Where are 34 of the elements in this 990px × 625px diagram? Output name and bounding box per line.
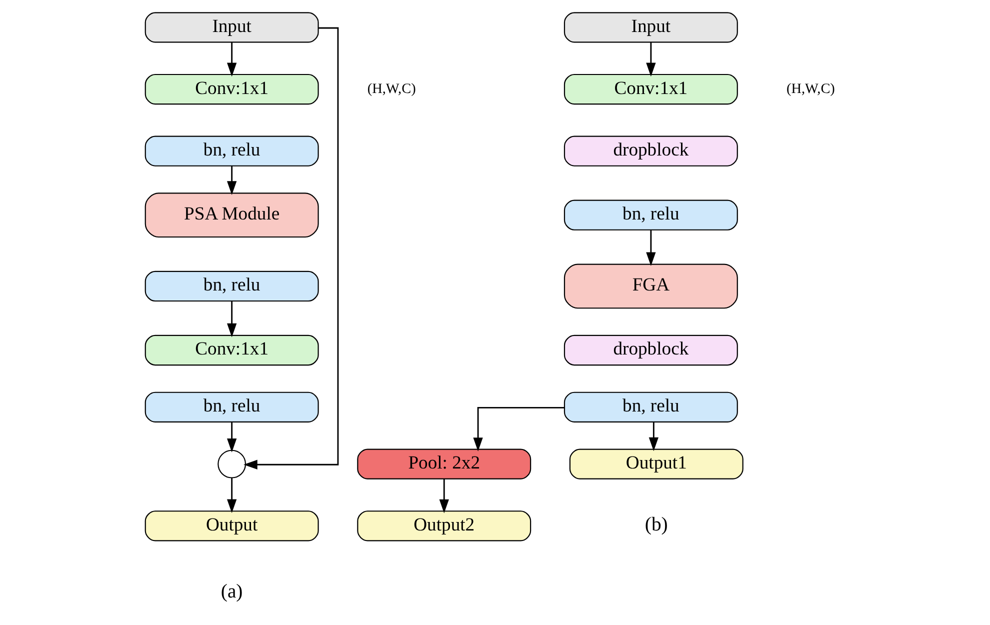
node-box: Conv:1x1 <box>144 74 319 105</box>
arrow <box>473 406 564 452</box>
arrow <box>227 301 237 338</box>
node-box: Conv:1x1 <box>564 74 738 105</box>
arrow <box>227 42 237 77</box>
node-box: bn, relu <box>564 392 738 422</box>
node-box: PSA Module <box>144 192 319 238</box>
arrow <box>227 166 237 195</box>
label: (a) <box>220 580 243 602</box>
node-box: Conv:1x1 <box>144 334 319 366</box>
node-box: bn, relu <box>144 270 319 302</box>
arrow <box>244 27 339 470</box>
node-box: dropblock <box>564 136 738 166</box>
arrow <box>227 478 237 514</box>
arrow <box>646 42 656 77</box>
label: (H,W,C) <box>367 80 416 97</box>
node-box: Output1 <box>569 448 744 480</box>
label: (H,W,C) <box>786 80 835 97</box>
node-box: dropblock <box>564 334 738 366</box>
node-box: Input <box>564 12 738 43</box>
node-box: bn, relu <box>144 392 319 422</box>
node-box: bn, relu <box>144 136 319 166</box>
node-circle <box>218 450 246 478</box>
label: (b) <box>644 514 668 536</box>
arrow <box>439 479 449 514</box>
arrow <box>648 422 658 452</box>
node-box: bn, relu <box>564 200 738 230</box>
arrow <box>646 230 656 266</box>
node-box: Pool: 2x2 <box>357 448 532 480</box>
node-box: Output <box>144 510 319 542</box>
node-box: FGA <box>564 264 738 309</box>
node-box: Output2 <box>357 510 532 542</box>
node-box: Input <box>144 12 319 43</box>
arrow <box>227 422 237 452</box>
